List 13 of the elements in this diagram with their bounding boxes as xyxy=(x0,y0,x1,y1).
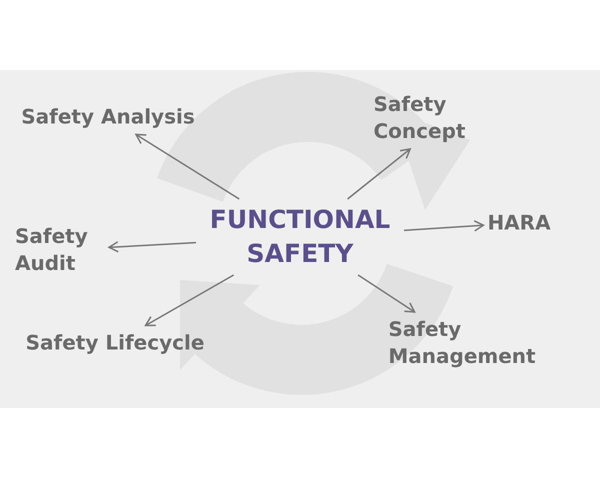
topic-label: Safety Audit xyxy=(15,223,105,277)
arrow xyxy=(404,220,484,232)
arrow xyxy=(358,274,416,313)
arrow xyxy=(347,148,411,200)
arrow xyxy=(108,241,196,253)
topic-label: Safety Concept xyxy=(374,91,524,145)
topic-label: Safety Analysis xyxy=(21,104,195,130)
arrow xyxy=(135,134,240,200)
topic-label: Safety Lifecycle xyxy=(26,330,204,356)
central-title: FUNCTIONAL SAFETY xyxy=(200,203,400,271)
arrow xyxy=(144,274,234,326)
topic-label: Safety Management xyxy=(388,316,536,370)
topic-label: HARA xyxy=(487,210,551,236)
